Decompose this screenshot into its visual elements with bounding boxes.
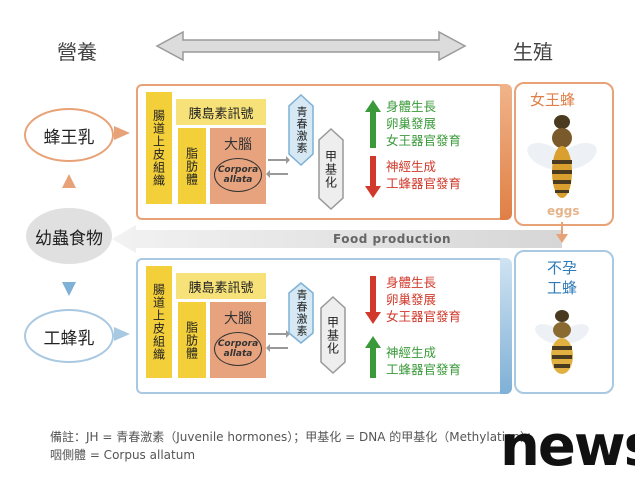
effect-item: 身體生長: [386, 275, 437, 290]
gut-epithelium-label: 腸道上皮組織: [151, 283, 166, 361]
queen-bee-title: 女王蜂: [530, 91, 576, 109]
food-production-arrow: [112, 225, 562, 253]
fat-body-label: 脂肪體: [184, 320, 199, 360]
corpora-allata-label: Corpora allata: [217, 165, 259, 185]
footnote: 備註：JH = 青春激素（Juvenile hormones）；甲基化 = DN…: [50, 428, 538, 464]
queen-up-effects: 身體生長 卵巢發展 女王器官發育: [386, 98, 461, 149]
news-watermark: news: [500, 414, 635, 479]
jh-hexagon-shape: [288, 282, 314, 344]
effect-item: 卵巢發展: [386, 116, 437, 131]
up-arrow-green-icon: [365, 336, 381, 378]
food-production-label: Food production: [333, 232, 452, 246]
worker-bee-title-line1: 不孕: [546, 259, 577, 277]
methylation-label: 甲基化: [323, 149, 338, 189]
arrow-right-icon: [114, 126, 130, 140]
corpora-allata-oval: Corpora allata: [214, 332, 262, 366]
effect-item: 女王器官發育: [386, 309, 462, 324]
larval-food-label: 幼蟲食物: [35, 228, 103, 249]
up-arrow-green-icon: [365, 100, 381, 148]
queen-pathway-gradient-bar: [500, 84, 512, 220]
corpora-allata-label: Corpora allata: [217, 339, 259, 359]
worker-down-effects: 身體生長 卵巢發展 女王器官發育: [386, 274, 461, 325]
jh-label-box: 青春激素: [288, 286, 314, 340]
double-arrow-icon: [155, 30, 467, 62]
reproduction-label: 生殖: [513, 40, 553, 64]
methylation-label-box: 甲基化: [320, 306, 346, 364]
connector-arrows-icon: [266, 156, 290, 178]
brain-label: 大腦: [224, 311, 252, 327]
jh-label: 青春激素: [295, 289, 308, 337]
insulin-signal-box: 胰島素訊號: [176, 99, 266, 125]
fat-body-box: 脂肪體: [178, 302, 206, 378]
arrow-down-icon: [62, 282, 76, 296]
arrow-up-icon: [62, 174, 76, 188]
effect-item: 神經生成: [386, 159, 437, 174]
footnote-line1: 備註：JH = 青春激素（Juvenile hormones）；甲基化 = DN…: [50, 430, 539, 444]
worker-jelly-oval: 工蜂乳: [24, 309, 114, 363]
gut-epithelium-label: 腸道上皮組織: [151, 109, 166, 187]
larval-food-oval: 幼蟲食物: [26, 208, 112, 264]
insulin-signal-box: 胰島素訊號: [176, 273, 266, 299]
effect-item: 身體生長: [386, 99, 437, 114]
fat-body-label: 脂肪體: [184, 146, 199, 186]
down-arrow-red-icon: [365, 156, 381, 198]
queen-bee-icon: [527, 115, 597, 198]
effect-item: 工蜂器官發育: [386, 176, 462, 191]
jh-label: 青春激素: [295, 106, 308, 154]
effect-item: 卵巢發展: [386, 292, 437, 307]
arrow-right-icon: [114, 327, 130, 341]
methylation-hexagon-shape: [320, 296, 346, 374]
worker-pathway-gradient-bar: [500, 258, 512, 394]
corpora-allata-oval: Corpora allata: [214, 158, 262, 192]
gut-epithelium-box: 腸道上皮組織: [146, 266, 172, 378]
gut-epithelium-box: 腸道上皮組織: [146, 92, 172, 204]
nutrition-label: 營養: [57, 40, 97, 64]
brain-label: 大腦: [224, 137, 252, 153]
effect-item: 工蜂器官發育: [386, 362, 462, 377]
connector-arrows-icon: [266, 330, 290, 352]
worker-jelly-label: 工蜂乳: [43, 328, 95, 349]
insulin-signal-label: 胰島素訊號: [188, 106, 254, 122]
brain-box: 大腦 Corpora allata: [210, 128, 266, 204]
effect-item: 神經生成: [386, 345, 437, 360]
jh-hexagon-shape: [288, 94, 314, 166]
methylation-hexagon-shape: [318, 128, 344, 210]
royal-jelly-label: 蜂王乳: [43, 127, 95, 148]
fat-body-box: 脂肪體: [178, 128, 206, 204]
eggs-label: eggs: [547, 204, 580, 218]
worker-bee-title: 不孕 工蜂: [514, 258, 610, 298]
methylation-label-box: 甲基化: [318, 138, 344, 200]
arrow-down-icon: [556, 222, 568, 243]
queen-down-effects: 神經生成 工蜂器官發育: [386, 158, 461, 192]
methylation-label: 甲基化: [325, 315, 340, 355]
brain-box: 大腦 Corpora allata: [210, 302, 266, 378]
worker-up-effects: 神經生成 工蜂器官發育: [386, 344, 461, 378]
effect-item: 女王器官發育: [386, 133, 462, 148]
down-arrow-red-icon: [365, 276, 381, 324]
worker-bee-icon: [535, 310, 589, 374]
worker-bee-title-line2: 工蜂: [546, 279, 577, 297]
insulin-signal-label: 胰島素訊號: [188, 280, 254, 296]
jh-label-box: 青春激素: [288, 100, 314, 160]
royal-jelly-oval: 蜂王乳: [24, 108, 114, 162]
footnote-line2: 咽側體 = Corpus allatum: [50, 448, 196, 462]
